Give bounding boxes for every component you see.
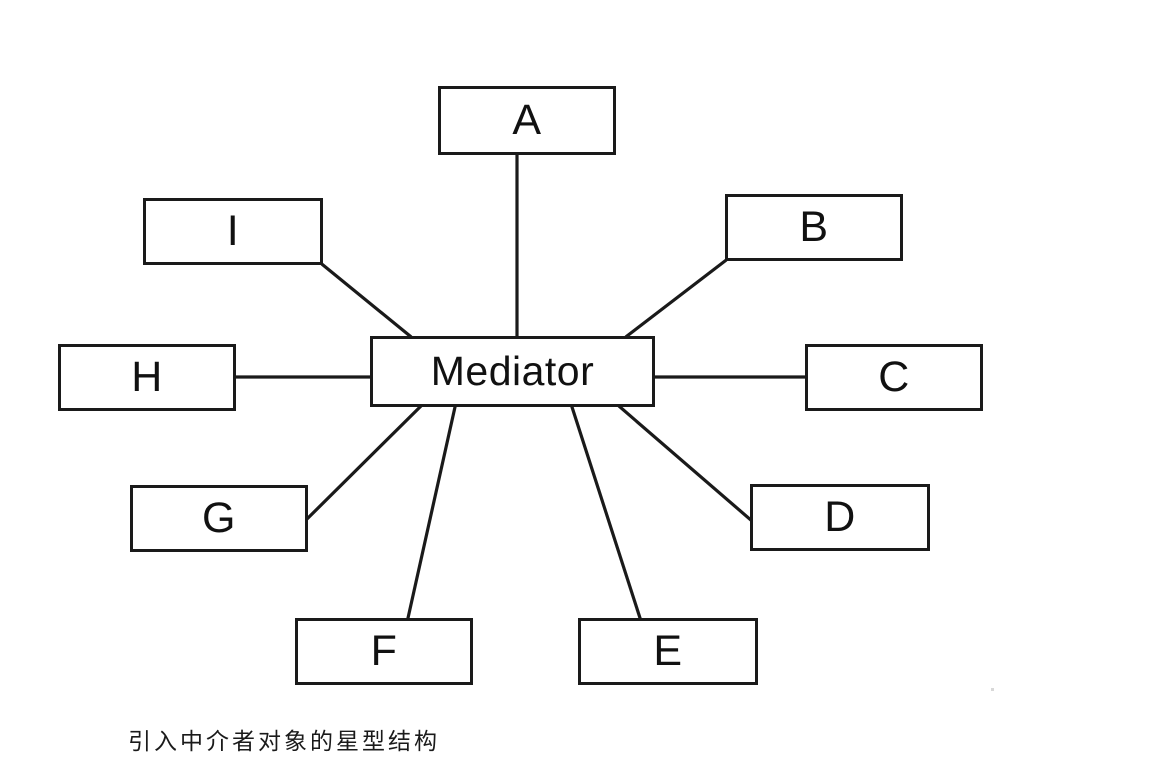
scan-speck — [991, 688, 994, 691]
node-f[interactable]: F — [295, 618, 473, 685]
node-i[interactable]: I — [143, 198, 323, 265]
node-c[interactable]: C — [805, 344, 983, 411]
edge-mediator-g — [305, 404, 423, 521]
node-c-label: C — [878, 353, 910, 401]
figure-caption: 引入中介者对象的星型结构 — [128, 729, 440, 754]
node-g-label: G — [202, 494, 236, 542]
node-e-label: E — [653, 627, 683, 675]
node-h[interactable]: H — [58, 344, 236, 411]
edge-mediator-d — [617, 404, 755, 524]
node-mediator[interactable]: Mediator — [370, 336, 655, 407]
edge-mediator-e — [569, 404, 643, 621]
edge-mediator-f — [406, 405, 457, 620]
edge-mediator-i — [320, 262, 413, 339]
node-b[interactable]: B — [725, 194, 903, 261]
node-e[interactable]: E — [578, 618, 758, 685]
node-a-label: A — [512, 96, 542, 144]
node-d[interactable]: D — [750, 484, 930, 551]
node-h-label: H — [131, 353, 163, 401]
node-mediator-label: Mediator — [430, 348, 595, 394]
edge-mediator-b — [624, 258, 728, 339]
node-b-label: B — [799, 203, 829, 251]
node-d-label: D — [824, 493, 856, 541]
node-i-label: I — [226, 207, 240, 255]
node-g[interactable]: G — [130, 485, 308, 552]
node-a[interactable]: A — [438, 86, 616, 155]
node-f-label: F — [370, 627, 398, 675]
